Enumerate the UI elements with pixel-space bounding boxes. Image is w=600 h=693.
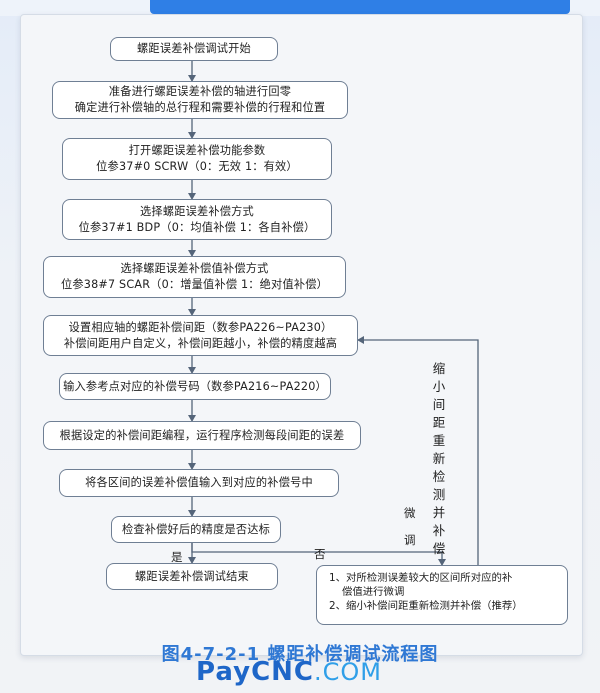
figure-caption: 图4-7-2-1 螺距补偿调试流程图 xyxy=(161,644,439,665)
flow-step-check-accuracy: 检查补偿好后的精度是否达标 xyxy=(111,516,281,543)
fine-tune-label-2: 调 xyxy=(404,533,416,547)
flow-step-set-interval: 设置相应轴的螺距补偿间距（数参PA226~PA230） 补偿间距用户自定义，补偿… xyxy=(43,315,358,356)
flow-step-input-values: 将各区间的误差补偿值输入到对应的补偿号中 xyxy=(59,469,339,497)
flow-step-compensation-mode: 选择螺距误差补偿方式 位参37#1 BDP（0：均值补偿 1：各自补偿） xyxy=(62,199,332,240)
fine-tune-label-1: 微 xyxy=(404,506,416,520)
no-label: 否 xyxy=(314,547,326,561)
arrow-loop-back xyxy=(357,336,479,565)
arrow-no-branch xyxy=(191,543,446,566)
flow-step-value-mode: 选择螺距误差补偿值补偿方式 位参38#7 SCAR（0：增量值补偿 1：绝对值补… xyxy=(43,256,346,298)
loop-back-label: 缩小间距重新检测并补偿 xyxy=(432,361,446,556)
flow-step-measure-error: 根据设定的补偿间距编程，运行程序检测每段间距的误差 xyxy=(43,421,361,450)
watermark-logo: PayCNC.COM xyxy=(196,657,382,687)
flow-step-enable-parameter: 打开螺距误差补偿功能参数 位参37#0 SCRW（0：无效 1：有效） xyxy=(62,138,332,180)
note-line-2: 偿值进行微调 xyxy=(342,586,405,598)
note-line-3: 2、缩小补偿间距重新检测并补偿（推荐） xyxy=(329,600,523,612)
flow-step-start: 螺距误差补偿调试开始 xyxy=(110,37,278,61)
adjustment-note: 1、对所检测误差较大的区间所对应的补 偿值进行微调 2、缩小补偿间距重新检测并补… xyxy=(316,565,568,625)
yes-label: 是 xyxy=(171,550,183,564)
flow-step-end: 螺距误差补偿调试结束 xyxy=(106,563,278,590)
flow-step-homing: 准备进行螺距误差补偿的轴进行回零 确定进行补偿轴的总行程和需要补偿的行程和位置 xyxy=(52,81,348,119)
flow-step-reference-number: 输入参考点对应的补偿号码（数参PA216~PA220） xyxy=(59,373,331,400)
note-line-1: 1、对所检测误差较大的区间所对应的补 xyxy=(329,572,513,584)
header-accent-bar xyxy=(150,0,570,14)
